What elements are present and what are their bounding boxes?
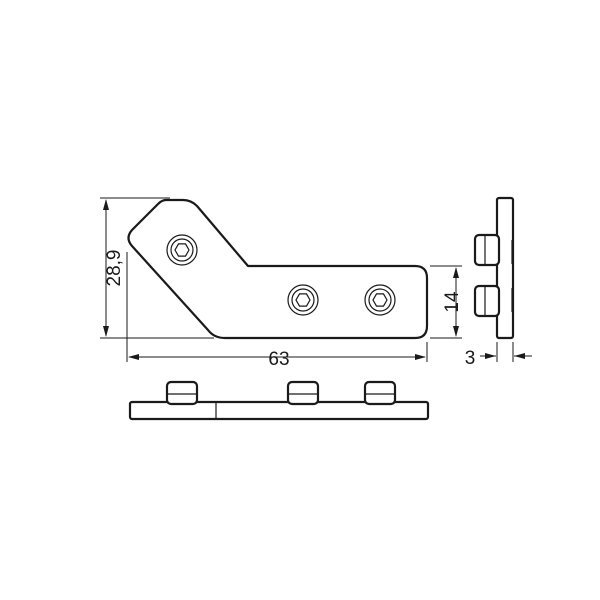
dimension-height-total: 28,9 (100, 197, 214, 339)
dimension-height-total-label: 28,9 (104, 250, 125, 287)
dimension-thickness: 3 (465, 342, 532, 369)
front-screw-head (165, 380, 199, 420)
hex-socket-screw-icon (166, 234, 198, 266)
dimension-length-total-label: 63 (268, 349, 289, 370)
side-view: 3 (465, 196, 532, 369)
side-screw-head-lower (473, 284, 501, 318)
hex-socket-screw-icon (364, 284, 396, 316)
hex-socket-screw-icon (287, 284, 319, 316)
front-view (128, 380, 430, 421)
dimension-height-arm-label: 14 (442, 291, 463, 313)
side-plate (495, 196, 515, 340)
top-view: 28,9 14 63 (100, 197, 463, 370)
dimension-length-total: 63 (126, 252, 428, 370)
angled-plate-outline (127, 198, 429, 340)
dimension-height-arm: 14 (430, 265, 463, 339)
front-plate (128, 400, 430, 421)
front-screw-head (363, 380, 397, 420)
dimension-thickness-label: 3 (465, 348, 476, 369)
side-screw-head-upper (473, 233, 501, 267)
front-screw-head (286, 380, 320, 420)
